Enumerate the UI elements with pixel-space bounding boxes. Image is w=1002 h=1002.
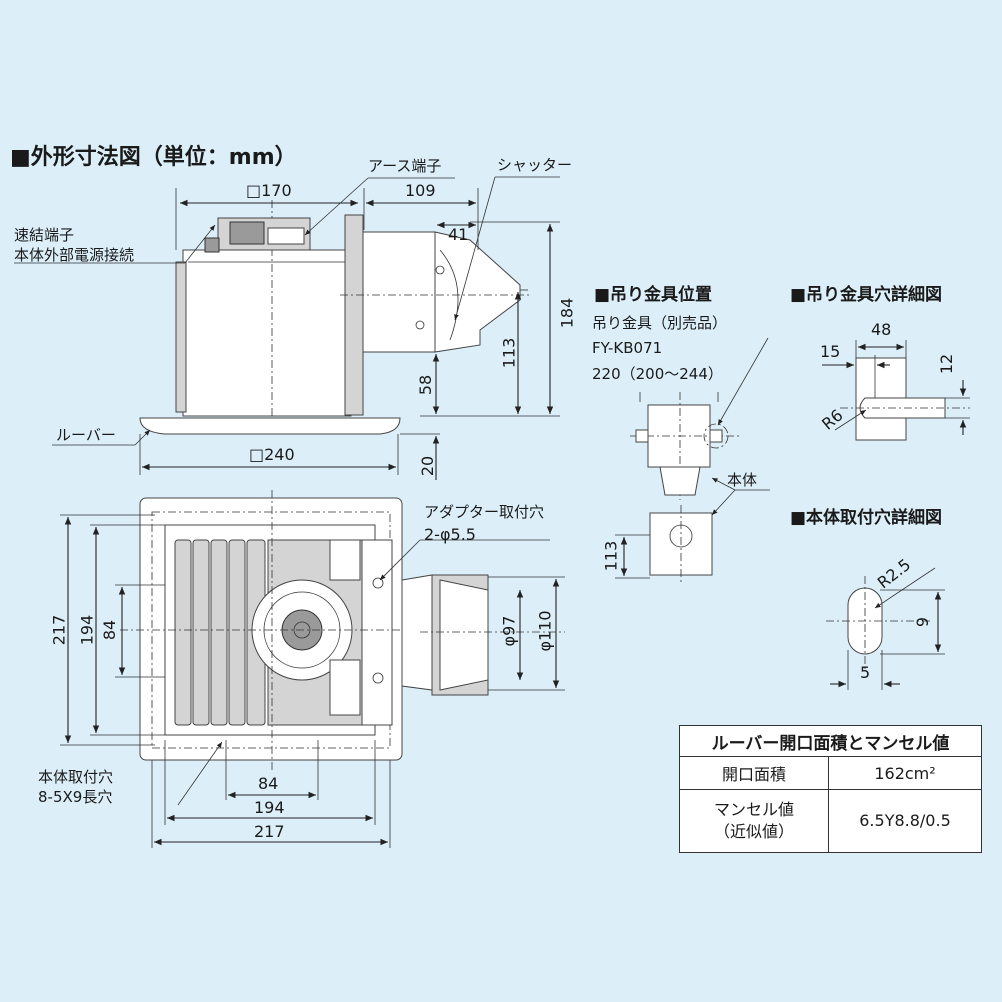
dim-bracket-height: 113 [601,540,621,572]
louver-panel [139,417,401,435]
dim-left-mid: 194 [77,614,97,646]
earth-terminal-label: アース端子 [368,157,442,175]
duct-outlet [401,574,433,691]
bracket-hole-title: ■吊り金具穴詳細図 [790,285,943,305]
quick-terminal-label: 速結端子 [14,226,75,244]
plan-view [60,490,565,848]
shutter-label: シャッター [497,156,573,174]
external-power-label: 本体外部電源接続 [14,246,135,264]
dim-duct-height: 113 [499,337,519,369]
munsell-label-cell: マンセル値 （近似値） [679,789,829,853]
dim-15: 15 [820,342,841,361]
dim-top-width: □170 [246,181,292,200]
dim-duct-inner: φ97 [499,615,519,647]
dim-louver-width: □240 [249,445,295,464]
opening-area-value: 162cm² [828,756,982,790]
munsell-table-title: ルーバー開口面積とマンセル値 [679,725,982,757]
munsell-approx-label: （近似値） [713,822,794,841]
page-title: ■外形寸法図（単位：mm） [10,145,297,170]
shutter [439,249,459,341]
louver-label: ルーバー [56,426,116,444]
dim-duct-outer: φ110 [535,610,555,652]
opening-area-label: 開口面積 [679,756,829,790]
body-hole-label: 本体取付穴 [38,768,114,786]
duct-adapter [362,231,436,353]
bracket-part-number: FY-KB071 [592,339,663,357]
dim-48: 48 [871,320,892,339]
dim-5: 5 [860,663,871,682]
dim-duct-bottom: 58 [416,374,436,396]
dim-bottom-mid: 194 [254,798,285,817]
munsell-label: マンセル値 [713,800,794,820]
side-view-body [182,249,352,417]
munsell-table: ルーバー開口面積とマンセル値 開口面積 162cm² マンセル値 （近似値） 6… [679,725,982,853]
adapter-hole-spec: 2-φ5.5 [424,525,476,544]
munsell-value: 6.5Y8.8/0.5 [828,789,982,853]
bracket-position-view [615,337,770,585]
dim-left-outer: 217 [49,614,69,646]
dim-total-height: 184 [557,297,577,329]
dim-duct-offset: 41 [448,225,469,244]
dim-louver-height: 20 [418,455,438,477]
bracket-part-label: 吊り金具（別売品） [592,314,728,332]
bracket-hole-detail-view [822,340,970,441]
dim-bottom-inner: 84 [258,774,279,793]
dim-12: 12 [937,353,957,375]
side-view [14,176,560,480]
body-hole-spec: 8-5X9長穴 [38,788,113,806]
louver-grille [174,539,266,726]
body-hole-title: ■本体取付穴詳細図 [790,508,943,528]
bracket-position-title: ■吊り金具位置 [594,285,713,305]
adapter-hole-label: アダプター取付穴 [424,503,545,521]
body-hole-detail-view [826,567,945,690]
dim-9: 9 [913,616,933,628]
bracket-body-label: 本体 [727,471,758,489]
dim-bottom-outer: 217 [254,822,285,841]
bracket-span: 220（200〜244） [592,365,723,383]
dim-left-inner: 84 [100,619,120,641]
dim-right-width: 109 [405,181,436,200]
